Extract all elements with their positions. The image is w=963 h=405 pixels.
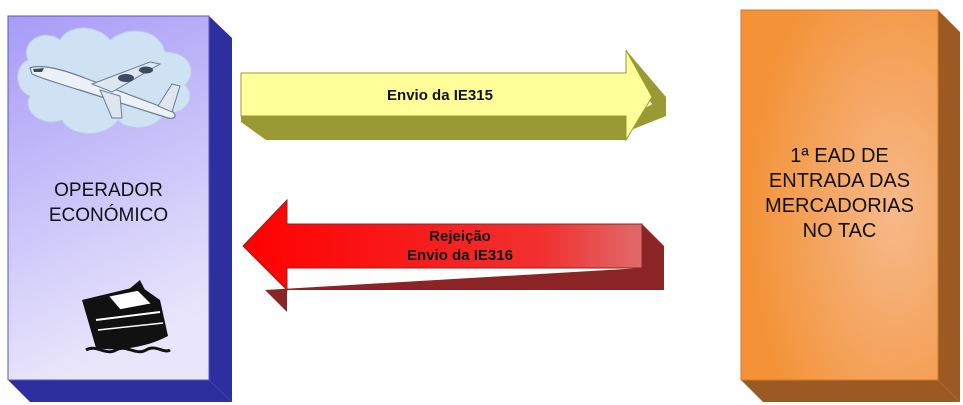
airplane-engine xyxy=(139,66,153,74)
ship-icon xyxy=(82,280,171,354)
reject-arrow-side xyxy=(265,224,664,312)
reject-arrow-label-line1: Rejeição xyxy=(429,228,491,245)
airplane-wing-lower xyxy=(99,89,123,119)
reject-arrow-face xyxy=(242,198,643,292)
operator-label-line1: OPERADOR xyxy=(54,180,163,201)
ship-deck-line xyxy=(95,311,161,321)
customs-label: 1ª EAD DE ENTRADA DAS MERCADORIAS NO TAC xyxy=(741,144,938,244)
ship-deck-line xyxy=(97,322,164,331)
ship-waves xyxy=(85,346,171,354)
airplane-engine xyxy=(118,74,134,82)
customs-label-line4: NO TAC xyxy=(802,220,877,242)
customs-box-face xyxy=(740,9,939,381)
customs-label-line2: ENTRADA DAS xyxy=(768,170,911,192)
send-arrow-label: Envio da IE315 xyxy=(387,87,493,104)
airplane-icon xyxy=(17,27,192,134)
customs-box-side xyxy=(938,10,960,402)
send-arrow xyxy=(240,49,666,142)
reject-arrow-label-line2: Envio da IE316 xyxy=(407,247,513,264)
ship-funnel xyxy=(128,280,146,292)
operator-label: OPERADOR ECONÓMICO xyxy=(8,178,209,228)
operator-box-side xyxy=(209,16,232,402)
ship-superstructure xyxy=(106,289,154,311)
customs-label-line3: MERCADORIAS xyxy=(765,195,914,217)
airplane-tail xyxy=(157,83,181,113)
send-arrow-face xyxy=(240,49,653,142)
reject-arrow-label: Rejeição Envio da IE316 xyxy=(320,227,600,265)
operator-label-line2: ECONÓMICO xyxy=(48,205,169,226)
operator-box-bottom xyxy=(8,380,232,402)
airplane-cockpit xyxy=(33,68,44,72)
customs-label-line1: 1ª EAD DE xyxy=(790,145,889,167)
customs-box-bottom xyxy=(741,380,960,402)
reject-arrow xyxy=(242,198,664,312)
customs-box xyxy=(740,9,960,402)
send-arrow-side xyxy=(241,97,666,140)
